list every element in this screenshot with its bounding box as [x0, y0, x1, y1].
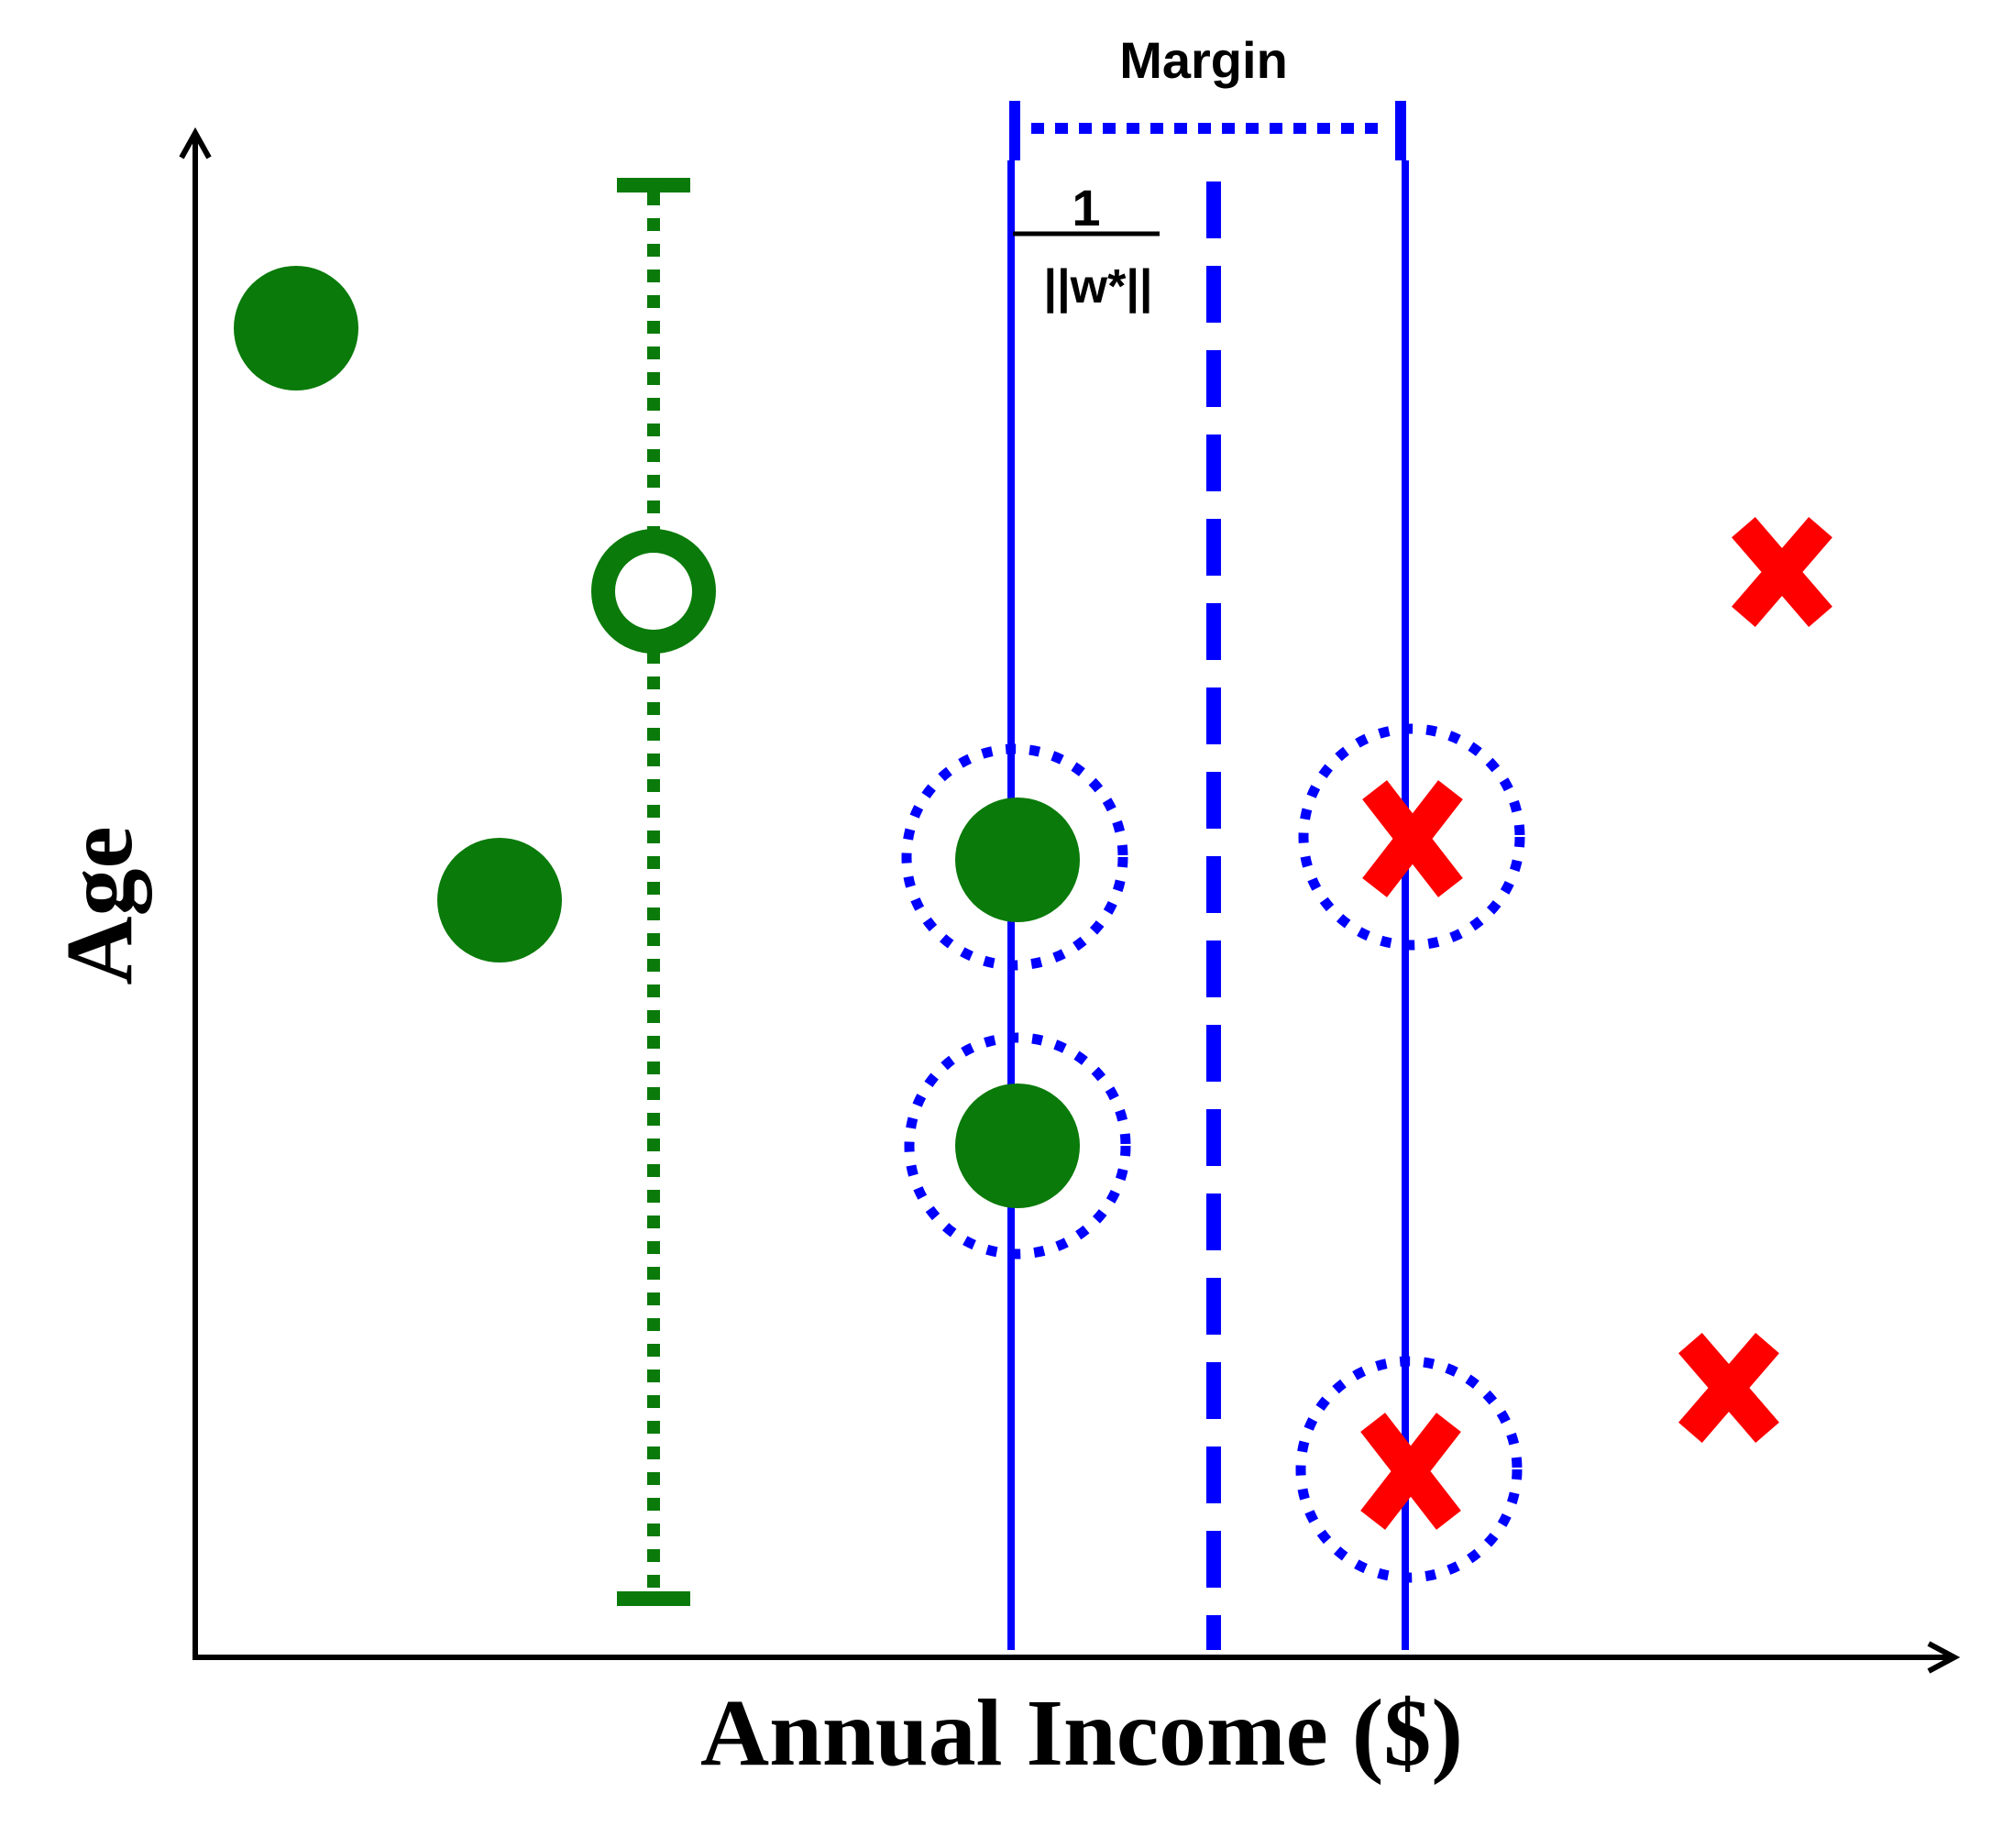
y-axis-title: Age	[47, 826, 152, 984]
margin-lines	[1007, 160, 1409, 1650]
red-support-vector-point	[1360, 1413, 1461, 1530]
axes	[179, 126, 1961, 1674]
x-axis-title: Annual Income ($)	[700, 1680, 1463, 1786]
red-support-vector-point	[1362, 780, 1463, 897]
green-support-vector-point	[955, 1084, 1080, 1208]
support-vector-ring	[904, 1032, 1131, 1260]
margin-label: Margin	[1119, 31, 1288, 89]
class-a-points	[234, 266, 1080, 1208]
support-vector-rings	[901, 723, 1525, 1583]
support-vector-ring	[901, 743, 1128, 971]
fraction-denominator: ||w*||	[1044, 260, 1153, 314]
red-cross-point	[1678, 1333, 1779, 1443]
green-point	[437, 838, 562, 962]
margin-fraction: 1 ||w*||	[1013, 179, 1160, 314]
y-axis-arrowhead	[179, 126, 212, 160]
green-point	[234, 266, 358, 390]
red-cross-point	[1732, 517, 1832, 627]
margin-bracket	[1009, 101, 1406, 160]
green-hollow-point	[591, 529, 716, 654]
support-vector-ring	[1295, 1356, 1523, 1583]
class-b-points	[1360, 517, 1832, 1530]
x-axis-arrowhead	[1927, 1641, 1961, 1674]
support-vector-ring	[1298, 723, 1525, 951]
fraction-numerator: 1	[1072, 179, 1100, 236]
green-support-vector-point	[955, 798, 1080, 922]
range-bar	[617, 178, 690, 1606]
